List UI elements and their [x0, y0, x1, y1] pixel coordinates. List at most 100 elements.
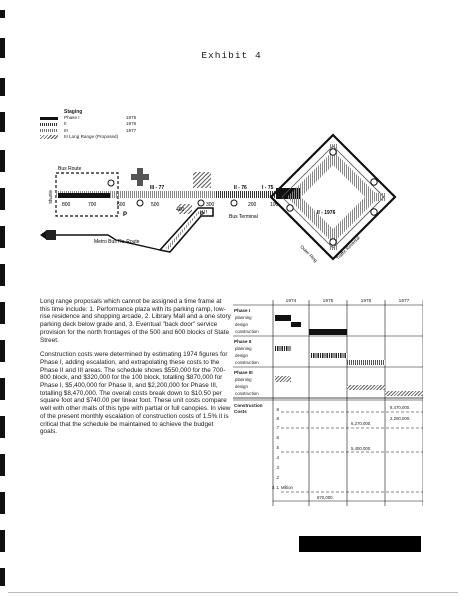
label-500: 500 [151, 202, 160, 208]
legend-heading: Staging [64, 109, 83, 115]
parking-ramp-fill [166, 210, 208, 250]
binder-mark [0, 264, 5, 286]
binder-mark [0, 530, 5, 552]
stop-marker [329, 238, 337, 246]
cost-value-phase-iii: 2,200,000. [390, 416, 411, 421]
block-800-700 [58, 193, 110, 198]
cost-tick: .4 [275, 455, 280, 460]
label-bus-route: Bus Route [58, 166, 82, 172]
binder-mark [0, 492, 5, 514]
staging-legend: Staging Phase I 1975 II 1976 III 1977 II… [40, 109, 156, 140]
long-range-block [193, 172, 211, 188]
bar-phase-iii-design [347, 385, 385, 390]
label-600: 600 [117, 202, 126, 208]
binder-mark [0, 150, 5, 172]
legend-row: Phase I 1975 [40, 115, 156, 121]
shuttle-loop [55, 172, 119, 217]
redaction-bar [299, 536, 421, 552]
bar-phase-i-design [291, 322, 301, 327]
stop-marker [370, 178, 378, 186]
phase-title: Phase III [234, 370, 253, 375]
cost-value-phase-ii: 5,400,000. [351, 446, 372, 451]
label-100: 100 [270, 202, 279, 208]
label-traffic-reversal: Traffic Reversal [335, 235, 361, 261]
legend-label: III [64, 127, 68, 133]
cost-label: Construction Costs [234, 403, 263, 414]
binder-mark [0, 188, 5, 210]
cost-tick: .2 [275, 475, 280, 480]
stop-marker [286, 204, 294, 212]
cost-tick: .8 [275, 416, 280, 421]
bar-phase-iii-planning [275, 376, 291, 382]
phase-title: Phase I [234, 308, 251, 313]
parking-ramp [158, 207, 214, 253]
phase-item: construction [235, 391, 259, 396]
legend-year: 1976 [126, 121, 137, 127]
cost-value-phase-i: 870,000. [317, 495, 334, 500]
label-ring-phase: II - 1976 [317, 210, 336, 216]
legend-swatch [40, 135, 58, 139]
cost-unit: Million [281, 485, 293, 490]
phase-item: construction [235, 360, 259, 365]
cost-value-total: 8,470,000. [390, 405, 411, 410]
stop-marker [370, 208, 378, 216]
cost-label-line: Costs [234, 408, 247, 414]
phase-item: planning [235, 346, 252, 351]
bus-route-arrow [40, 230, 47, 240]
body-text: Long range proposals which cannot be ass… [40, 298, 232, 436]
stop-marker [230, 199, 238, 207]
legend-row: III 1977 [40, 128, 156, 134]
binder-mark [0, 416, 5, 438]
label-phase-iii-77: III - 77 [150, 185, 164, 191]
cost-tick: .6 [275, 435, 280, 440]
legend-swatch [40, 122, 58, 127]
paragraph-costs: Construction costs were determined by es… [40, 351, 231, 436]
paragraph-long-range: Long range proposals which cannot be ass… [40, 298, 231, 344]
bar-phase-i-planning [275, 315, 291, 321]
stop-marker [107, 179, 115, 187]
cost-tick: .5 [275, 445, 280, 450]
stop-marker [136, 199, 144, 207]
label-phase-i-75: I - 75 [262, 185, 274, 191]
label-200: 200 [248, 202, 257, 208]
legend-row: II 1976 [40, 121, 156, 127]
label-800: 800 [62, 202, 71, 208]
cost-tick: .3 [275, 465, 280, 470]
cost-label-line: Construction [234, 403, 263, 408]
capitol-square-outer [269, 133, 397, 261]
legend-swatch [40, 128, 58, 133]
phase-item: planning [235, 315, 252, 320]
legend-year: 1977 [126, 127, 137, 133]
legend-swatch [40, 116, 58, 121]
cost-value-phase-ii-cumulative: 6,270,000. [351, 421, 372, 426]
legend-label: Phase I [64, 115, 80, 121]
phase-item: design [235, 353, 248, 358]
label-parking: P [123, 212, 127, 218]
binder-mark [0, 454, 5, 476]
mall-spine-i [276, 188, 300, 199]
binder-mark [0, 378, 5, 400]
year-label: 1975 [322, 299, 334, 304]
legend-label: III Long Range (Proposed) [64, 133, 119, 139]
page-bottom-rule [8, 592, 458, 593]
phase-title: Phase II [234, 339, 252, 344]
bar-phase-ii-construction [347, 360, 385, 365]
label-bus-terminal: Bus Terminal [229, 214, 258, 220]
phase-item: design [235, 322, 248, 327]
legend-row: III Long Range (Proposed) [40, 134, 156, 140]
ring-path [286, 150, 380, 244]
label-300: 300 [206, 202, 215, 208]
cost-tick: .7 [275, 425, 280, 430]
phase-item: construction [235, 329, 259, 334]
cost-tick: $ .1 [272, 485, 279, 490]
binder-mark [0, 38, 5, 58]
stop-marker [197, 199, 205, 207]
label-400: 400 [176, 207, 185, 213]
label-parking: P [200, 212, 204, 218]
cost-tick: .9 [275, 407, 280, 412]
binder-mark [0, 10, 5, 18]
long-range-block [178, 204, 192, 214]
year-label: 1976 [360, 299, 372, 304]
phase-item: planning [235, 377, 252, 382]
year-label: 1977 [398, 299, 410, 304]
